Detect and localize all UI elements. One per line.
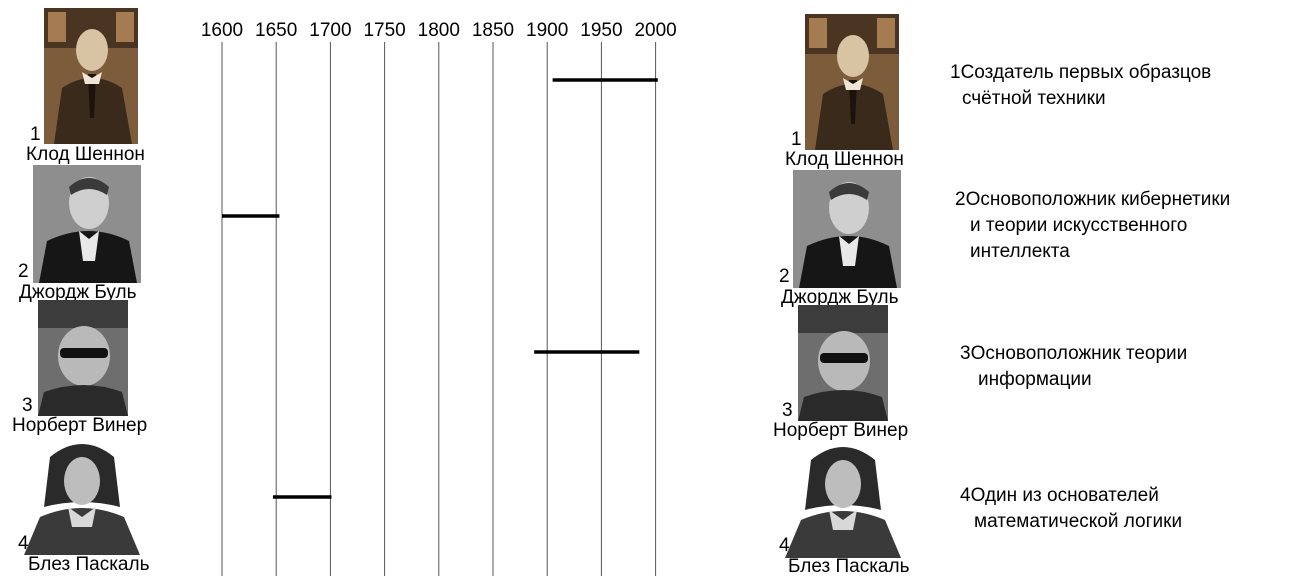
description-line: и теории искусственного xyxy=(955,213,1230,239)
pascal-portrait-icon xyxy=(781,440,905,558)
description-3: 3Основоположник теории информации xyxy=(960,341,1187,393)
description-1: 1Создатель первых образцов счётной техни… xyxy=(950,60,1211,112)
boole-portrait-right xyxy=(793,170,901,288)
timeline-year-label: 1650 xyxy=(255,20,297,41)
boole-portrait-icon xyxy=(793,170,901,288)
shannon-portrait-left xyxy=(44,8,138,144)
timeline-year-label: 1750 xyxy=(363,20,405,41)
description-line: счётной техники xyxy=(950,86,1211,112)
person-number: 4 xyxy=(18,534,29,554)
description-line: информации xyxy=(960,367,1187,393)
boole-portrait-left xyxy=(33,165,141,283)
pascal-portrait-right xyxy=(781,440,905,558)
shannon-portrait-icon xyxy=(805,14,899,150)
person-number: 2 xyxy=(18,262,29,282)
wiener-portrait-left xyxy=(38,300,128,416)
timeline-year-label: 1850 xyxy=(472,20,514,41)
person-number: 3 xyxy=(22,396,33,416)
shannon-portrait-icon xyxy=(44,8,138,144)
description-line: Создатель первых образцов xyxy=(961,62,1212,83)
person-name: Блез Паскаль xyxy=(28,555,150,575)
person-number: 3 xyxy=(782,401,793,421)
description-line: математической логики xyxy=(960,509,1182,535)
wiener-portrait-icon xyxy=(798,305,888,421)
description-number: 1 xyxy=(950,62,961,83)
person-name: Клод Шеннон xyxy=(26,145,145,165)
description-line: Один из основателей xyxy=(971,485,1159,506)
person-number: 1 xyxy=(791,130,802,150)
description-4: 4Один из основателей математической логи… xyxy=(960,483,1182,535)
description-number: 4 xyxy=(960,485,971,506)
person-name: Норберт Винер xyxy=(773,421,908,441)
person-name: Норберт Винер xyxy=(12,416,147,436)
shannon-portrait-right xyxy=(805,14,899,150)
wiener-portrait-right xyxy=(798,305,888,421)
timeline-year-label: 1700 xyxy=(309,20,351,41)
timeline-year-label: 1800 xyxy=(418,20,460,41)
timeline-year-label: 1900 xyxy=(526,20,568,41)
boole-portrait-icon xyxy=(33,165,141,283)
description-line: Основоположник теории xyxy=(971,343,1188,364)
person-number: 1 xyxy=(30,125,41,145)
wiener-portrait-icon xyxy=(38,300,128,416)
timeline-year-label: 1600 xyxy=(201,20,243,41)
description-number: 3 xyxy=(960,343,971,364)
pascal-portrait-left xyxy=(20,437,144,555)
person-number: 4 xyxy=(779,536,790,556)
description-2: 2Основоположник кибернетики и теории иск… xyxy=(955,187,1230,265)
description-line: интеллекта xyxy=(955,239,1230,265)
person-name: Блез Паскаль xyxy=(788,557,910,577)
description-line: Основоположник кибернетики xyxy=(966,189,1231,210)
description-number: 2 xyxy=(955,189,966,210)
timeline-year-label: 2000 xyxy=(634,20,676,41)
person-number: 2 xyxy=(779,267,790,287)
pascal-portrait-icon xyxy=(20,437,144,555)
timeline-year-label: 1950 xyxy=(580,20,622,41)
person-name: Клод Шеннон xyxy=(785,150,904,170)
